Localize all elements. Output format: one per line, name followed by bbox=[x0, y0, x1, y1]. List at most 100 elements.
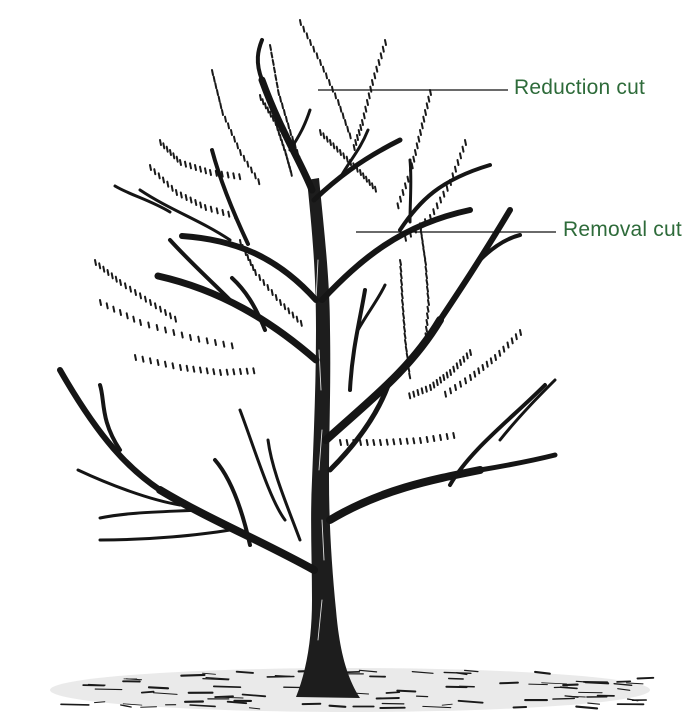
stipple-mark bbox=[474, 372, 475, 377]
stipple-mark bbox=[253, 265, 254, 270]
stipple-mark bbox=[433, 436, 434, 441]
stipple-mark bbox=[427, 320, 428, 325]
stipple-mark bbox=[150, 165, 151, 170]
stipple-mark bbox=[293, 313, 294, 318]
stipple-mark bbox=[430, 90, 431, 95]
stipple-mark bbox=[217, 90, 218, 95]
stipple-mark bbox=[379, 60, 380, 65]
stipple-mark bbox=[127, 313, 128, 318]
stipple-mark bbox=[239, 174, 240, 179]
stipple-mark bbox=[268, 285, 269, 290]
stipple-mark bbox=[186, 195, 187, 200]
stipple-mark bbox=[427, 437, 428, 442]
stipple-mark bbox=[135, 355, 136, 360]
stipple-mark bbox=[418, 390, 419, 395]
stipple-mark bbox=[463, 357, 464, 362]
stipple-mark bbox=[187, 366, 188, 371]
stipple-mark bbox=[450, 370, 451, 375]
stipple-mark bbox=[426, 327, 427, 332]
grass-stroke bbox=[553, 698, 574, 699]
stipple-mark bbox=[260, 95, 261, 100]
grass-stroke bbox=[576, 707, 597, 709]
stipple-mark bbox=[200, 203, 201, 208]
stipple-mark bbox=[244, 156, 245, 161]
stipple-mark bbox=[307, 33, 308, 38]
stipple-mark bbox=[428, 307, 429, 312]
stipple-mark bbox=[220, 370, 221, 375]
stipple-mark bbox=[335, 93, 336, 98]
stipple-mark bbox=[520, 330, 521, 335]
stipple-mark bbox=[253, 368, 254, 373]
stipple-mark bbox=[409, 373, 410, 378]
stipple-mark bbox=[195, 200, 196, 205]
stipple-mark bbox=[345, 120, 346, 125]
stipple-mark bbox=[487, 362, 488, 367]
grass-stroke bbox=[95, 689, 122, 690]
stipple-mark bbox=[143, 357, 144, 362]
stipple-mark bbox=[403, 307, 404, 312]
stipple-mark bbox=[327, 137, 328, 142]
stipple-mark bbox=[470, 350, 471, 355]
stipple-mark bbox=[292, 137, 293, 142]
stipple-mark bbox=[365, 107, 366, 112]
grass-stroke bbox=[88, 684, 105, 685]
stipple-mark bbox=[108, 270, 109, 275]
stipple-mark bbox=[163, 178, 164, 183]
stipple-mark bbox=[107, 303, 108, 308]
stipple-mark bbox=[455, 385, 456, 390]
stipple-mark bbox=[282, 103, 283, 108]
stipple-mark bbox=[157, 325, 158, 330]
stipple-mark bbox=[130, 287, 131, 292]
stipple-mark bbox=[112, 273, 113, 278]
stipple-mark bbox=[291, 171, 292, 176]
stipple-mark bbox=[155, 303, 156, 308]
stipple-mark bbox=[443, 192, 444, 197]
stipple-mark bbox=[167, 147, 168, 152]
stipple-mark bbox=[330, 140, 331, 145]
stipple-mark bbox=[401, 273, 402, 278]
stipple-mark bbox=[380, 440, 381, 445]
stipple-mark bbox=[350, 133, 351, 138]
stipple-mark bbox=[154, 169, 155, 174]
grass-stroke bbox=[417, 696, 428, 697]
stipple-mark bbox=[165, 328, 166, 333]
stipple-mark bbox=[372, 80, 373, 85]
stipple-mark bbox=[160, 307, 161, 312]
grass-stroke bbox=[514, 707, 527, 708]
stipple-mark bbox=[198, 337, 199, 342]
stipple-mark bbox=[337, 147, 338, 152]
stipple-mark bbox=[326, 73, 327, 78]
stipple-mark bbox=[200, 167, 201, 172]
stipple-mark bbox=[443, 375, 444, 380]
stipple-mark bbox=[447, 186, 448, 191]
stipple-mark bbox=[369, 93, 370, 98]
stipple-mark bbox=[423, 243, 424, 248]
stipple-mark bbox=[453, 433, 454, 438]
stipple-mark bbox=[220, 103, 221, 108]
stipple-mark bbox=[423, 248, 424, 253]
stipple-mark bbox=[424, 254, 425, 259]
stipple-mark bbox=[163, 143, 164, 148]
stipple-mark bbox=[369, 180, 370, 185]
stipple-mark bbox=[286, 117, 287, 122]
stipple-mark bbox=[320, 60, 321, 65]
stipple-mark bbox=[340, 107, 341, 112]
stipple-mark bbox=[516, 334, 517, 339]
stipple-mark bbox=[165, 310, 166, 315]
stipple-mark bbox=[277, 83, 278, 88]
stipple-mark bbox=[237, 143, 238, 148]
stipple-mark bbox=[210, 170, 211, 175]
stipple-mark bbox=[182, 333, 183, 338]
stipple-mark bbox=[268, 108, 269, 113]
stipple-mark bbox=[405, 333, 406, 338]
stipple-mark bbox=[401, 287, 402, 292]
stipple-mark bbox=[172, 186, 173, 191]
stipple-mark bbox=[426, 267, 427, 272]
stipple-mark bbox=[135, 290, 136, 295]
stipple-mark bbox=[231, 130, 232, 135]
stipple-mark bbox=[195, 165, 196, 170]
stipple-mark bbox=[338, 100, 339, 105]
stipple-mark bbox=[191, 198, 192, 203]
stipple-mark bbox=[422, 123, 423, 128]
stipple-mark bbox=[428, 97, 429, 102]
